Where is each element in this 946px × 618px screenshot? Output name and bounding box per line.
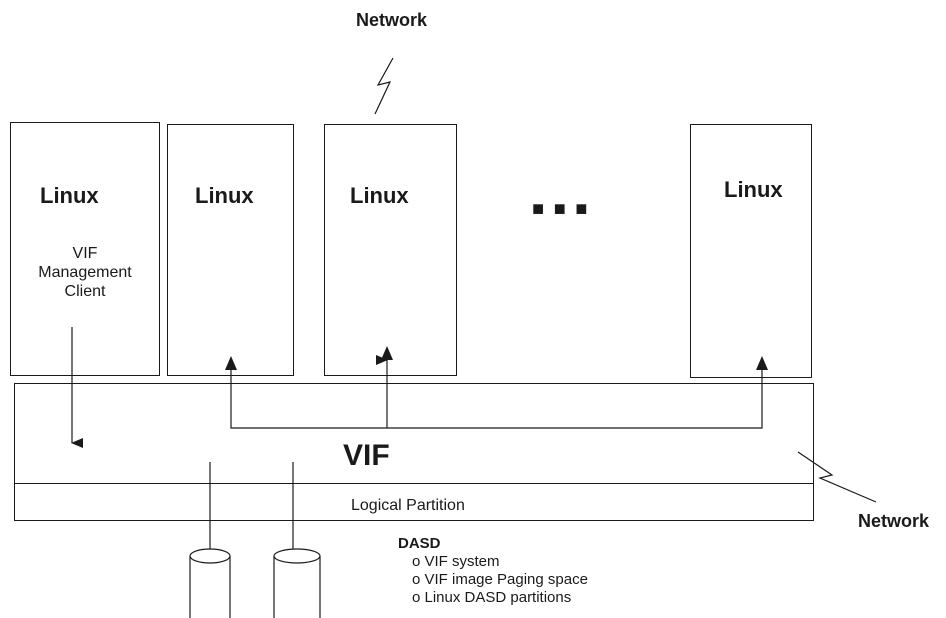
logical-partition-layer (14, 483, 814, 521)
network-right-bolt (797, 451, 877, 503)
linux-label-2: Linux (195, 183, 254, 208)
linux-label-management: Linux (40, 183, 99, 208)
network-top-bolt (374, 57, 394, 115)
vif-label: VIF (343, 439, 390, 472)
network-top-label: Network (356, 10, 428, 30)
logical-partition-label: Logical Partition (351, 497, 465, 514)
management-client-line-3: Client (64, 283, 106, 300)
linux-label-n: Linux (724, 177, 783, 202)
dasd-cylinder-1 (189, 548, 231, 618)
arrow-up-linux-2 (225, 356, 237, 370)
dasd-item: o Linux DASD partitions (412, 589, 572, 606)
dasd-legend: DASD o VIF system o VIF image Paging spa… (398, 535, 588, 607)
dasd-cylinder-2 (273, 548, 321, 618)
arrow-up-linux-3-head (381, 346, 393, 360)
arrow-up-linux-n (756, 356, 768, 370)
dasd-title: DASD (398, 535, 441, 552)
dasd-item: o VIF system (412, 553, 500, 570)
linux-box-management (10, 122, 160, 376)
linux-box-3 (324, 124, 457, 376)
linux-box-n (690, 124, 812, 378)
vif-distribution-line (230, 366, 763, 429)
management-client-line-2: Management (38, 264, 132, 281)
management-client-line-1: VIF (72, 245, 98, 262)
linux-box-2 (167, 124, 294, 376)
network-right-label: Network (858, 511, 930, 531)
management-client-label: VIF Management Client (12, 244, 158, 301)
continuation-dots: ■ ■ ■ (532, 198, 590, 220)
linux-label-3: Linux (350, 183, 409, 208)
dasd-item: o VIF image Paging space (412, 571, 588, 588)
